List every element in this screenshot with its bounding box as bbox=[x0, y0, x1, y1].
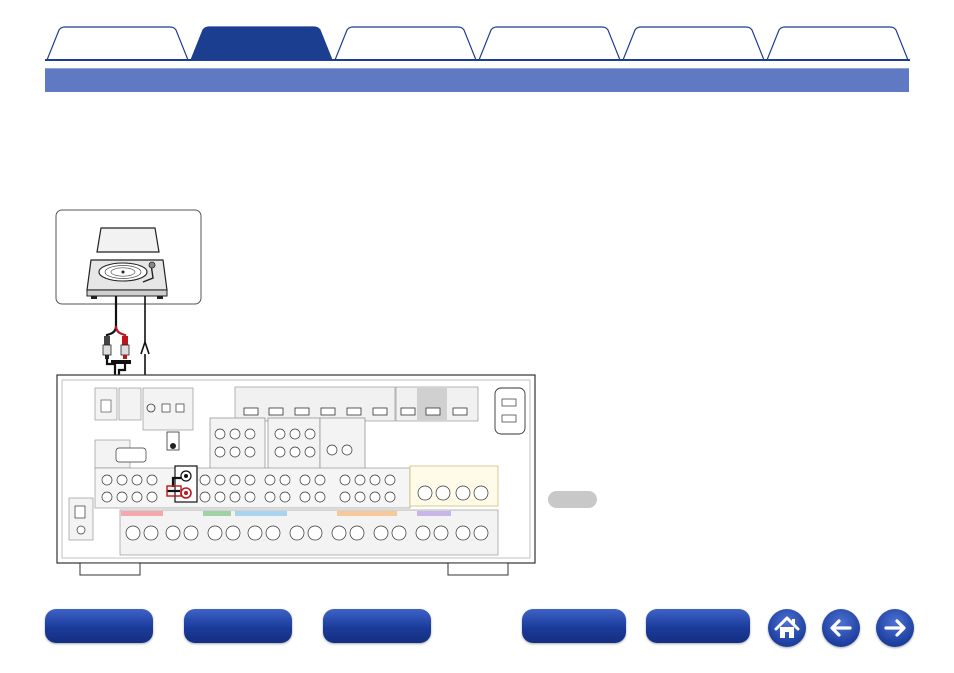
tab-6[interactable] bbox=[765, 26, 910, 60]
forward-button[interactable] bbox=[876, 609, 914, 647]
connection-diagram bbox=[55, 208, 540, 580]
nav-button-5[interactable] bbox=[646, 609, 750, 643]
turntable-to-receiver-illustration bbox=[55, 209, 536, 576]
home-icon bbox=[774, 616, 800, 638]
tab-2[interactable] bbox=[189, 26, 334, 60]
rca-plugs bbox=[102, 336, 131, 364]
home-button[interactable] bbox=[768, 609, 806, 647]
section-header-bar bbox=[45, 68, 909, 92]
av-receiver-rear-panel bbox=[56, 374, 536, 576]
top-tab-bar bbox=[45, 26, 910, 62]
nav-button-3[interactable] bbox=[323, 609, 431, 643]
note-badge bbox=[548, 491, 597, 508]
nav-button-4[interactable] bbox=[522, 609, 626, 643]
tab-5[interactable] bbox=[621, 26, 766, 60]
arrow-right-icon bbox=[884, 619, 906, 637]
arrow-left-icon bbox=[830, 619, 852, 637]
nav-button-2[interactable] bbox=[184, 609, 292, 643]
nav-button-1[interactable] bbox=[45, 609, 153, 643]
tab-1[interactable] bbox=[45, 26, 190, 60]
tab-3[interactable] bbox=[333, 26, 478, 60]
tab-underline bbox=[45, 59, 910, 61]
turntable-icon bbox=[55, 209, 202, 305]
back-button[interactable] bbox=[822, 609, 860, 647]
analog-jacks bbox=[209, 417, 366, 471]
tab-4[interactable] bbox=[477, 26, 622, 60]
